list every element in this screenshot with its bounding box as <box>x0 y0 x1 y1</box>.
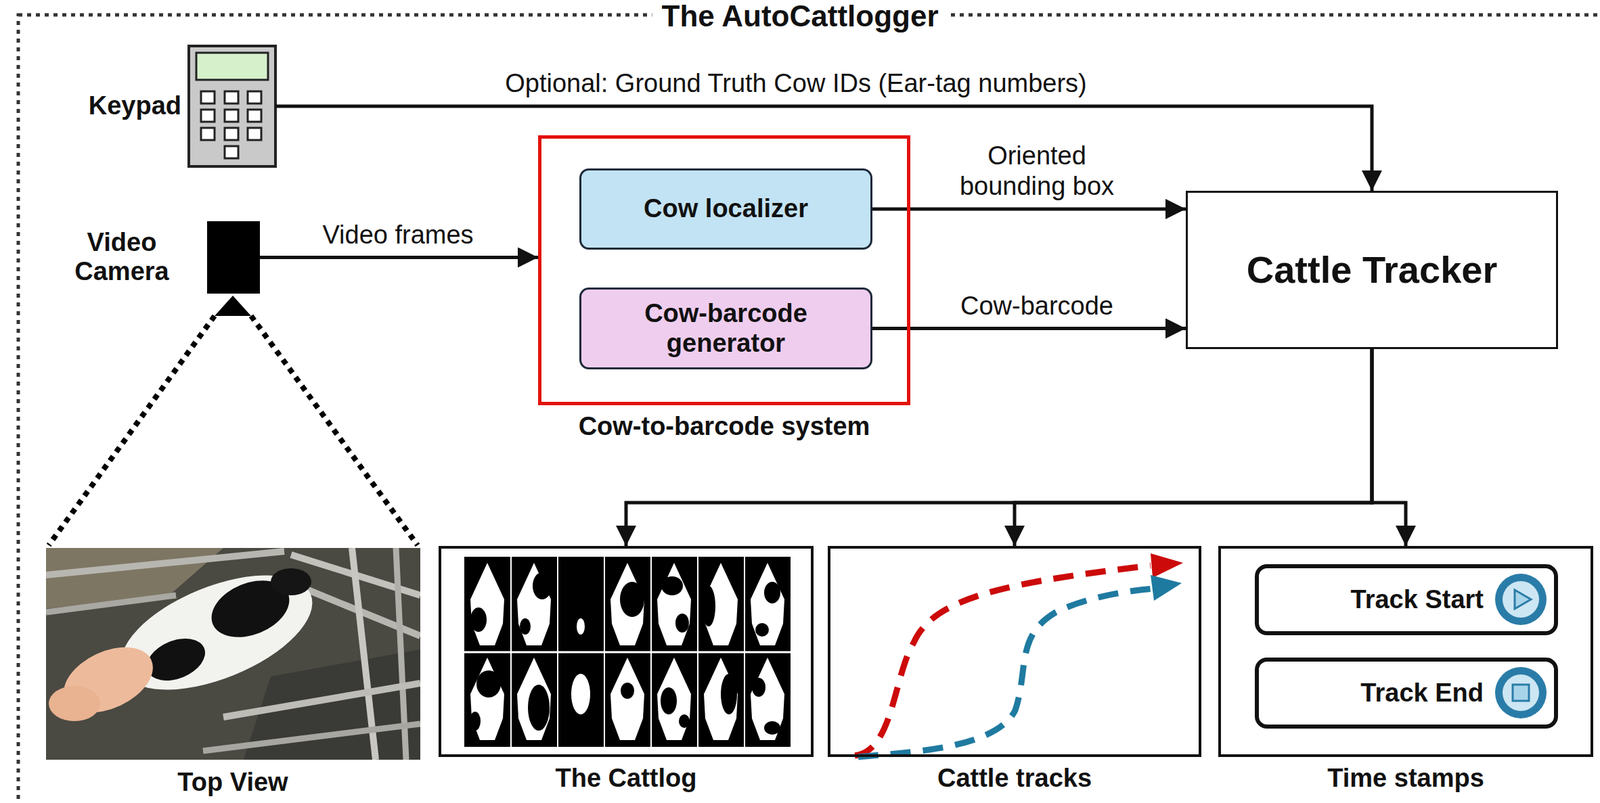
grid-divider <box>464 651 791 654</box>
connector-arrow <box>1371 349 1406 547</box>
keypad-key <box>247 109 262 122</box>
connector-arrow <box>1014 349 1372 547</box>
pill-label: Track Start <box>1350 585 1484 616</box>
fence-bar <box>46 595 176 613</box>
track-curve-blue <box>858 588 1154 758</box>
top-view-photo <box>46 548 421 761</box>
barcode-cell <box>610 563 645 646</box>
cattlog-ground <box>464 557 791 748</box>
panel-caption: Time stamps <box>1327 764 1485 794</box>
status-pill: Track Start <box>1254 564 1559 636</box>
end-icon <box>1495 667 1547 719</box>
stop-symbol <box>1512 684 1529 702</box>
connector-arrow <box>872 207 1186 212</box>
keypad-key <box>201 127 215 141</box>
fence-bar <box>223 683 421 718</box>
barcode-cell <box>701 563 738 646</box>
barcode-cell <box>517 657 551 741</box>
keypad-key <box>247 127 262 141</box>
photo-caption: Top View <box>177 768 288 798</box>
keypad-key <box>224 91 239 104</box>
icon-center <box>1502 581 1540 618</box>
keypad-icon <box>188 46 276 167</box>
grid-divider <box>650 557 652 748</box>
process-box: Cow-barcode generator <box>579 287 873 370</box>
system-group: Cow-to-barcode systemCow localizerCow-ba… <box>538 135 911 406</box>
panel-caption: The Cattlog <box>555 764 698 794</box>
start-icon <box>1495 573 1547 626</box>
keypad-key <box>224 109 239 122</box>
barcode-cell <box>470 563 505 646</box>
icon-ring <box>1495 667 1547 719</box>
box-label: Cattle Tracker <box>1246 248 1498 292</box>
box-label: Cow localizer <box>643 194 809 225</box>
icon-ring <box>1495 573 1547 626</box>
keypad-screen <box>196 52 269 80</box>
keypad-key <box>224 127 239 141</box>
barcode-cell <box>657 563 692 646</box>
grid-divider <box>557 557 559 748</box>
barcode-cell <box>517 563 552 646</box>
barcode-cell <box>469 657 505 741</box>
output-panel: The Cattlog <box>438 546 814 758</box>
keypad-key <box>201 109 215 122</box>
connector-arrow <box>626 349 1372 547</box>
photo-ground <box>46 548 421 761</box>
keypad-node: Keypad <box>188 46 276 167</box>
status-pill: Track End <box>1254 657 1559 729</box>
keypad-body <box>188 46 276 167</box>
process-box: Cattle Tracker <box>1185 190 1559 350</box>
output-panel: Cattle tracks <box>827 546 1202 758</box>
node-label: Video Camera <box>60 228 183 287</box>
cow-head <box>48 686 101 722</box>
grid-divider <box>510 557 512 748</box>
panel-caption: Cattle tracks <box>937 764 1092 794</box>
edge-label: Oriented bounding box <box>941 140 1133 203</box>
grid-divider <box>697 557 699 748</box>
cow-patch <box>270 568 312 596</box>
keypad-key <box>247 91 262 104</box>
edge-label: Video frames <box>318 219 478 252</box>
pill-label: Track End <box>1360 678 1484 709</box>
box-label: Cow-barcode generator <box>614 299 838 359</box>
camera-node: Video Camera <box>207 221 260 294</box>
play-symbol <box>1514 590 1531 610</box>
node-label: Keypad <box>88 91 182 122</box>
barcode-cell <box>571 674 591 715</box>
connector-arrow <box>872 326 1186 331</box>
grid-divider <box>743 557 746 748</box>
icon-center <box>1502 674 1540 712</box>
keypad-key <box>224 146 239 159</box>
connector-arrow <box>259 255 539 260</box>
outer-dotted-border <box>18 14 1600 803</box>
barcode-cell <box>703 657 738 741</box>
barcode-cell <box>657 657 692 741</box>
cattlog-grid <box>464 557 791 748</box>
edge-label: Optional: Ground Truth Cow IDs (Ear-tag … <box>500 68 1092 100</box>
barcode-cell <box>750 657 785 741</box>
track-arrowhead-red <box>1150 553 1184 579</box>
fence-bar <box>203 724 421 752</box>
output-panel: Time stampsTrack StartTrack End <box>1218 546 1594 758</box>
track-arrowhead-blue <box>1150 575 1182 602</box>
keypad-key <box>201 91 215 104</box>
fence-bar <box>46 551 285 576</box>
diagram-title: The AutoCattlogger <box>652 0 949 33</box>
track-curves <box>854 553 1184 758</box>
cow-patch <box>140 630 212 690</box>
barcode-cell <box>750 563 785 646</box>
edge-label: Cow-barcode <box>956 291 1118 323</box>
grid-divider <box>603 557 606 748</box>
barcode-cell <box>576 618 585 635</box>
group-label: Cow-to-barcode system <box>578 412 871 442</box>
barcode-cell <box>610 657 645 741</box>
camera-lens <box>214 295 252 317</box>
view-frustum-line <box>251 316 418 546</box>
view-frustum-line <box>48 316 215 546</box>
process-box: Cow localizer <box>579 168 873 250</box>
